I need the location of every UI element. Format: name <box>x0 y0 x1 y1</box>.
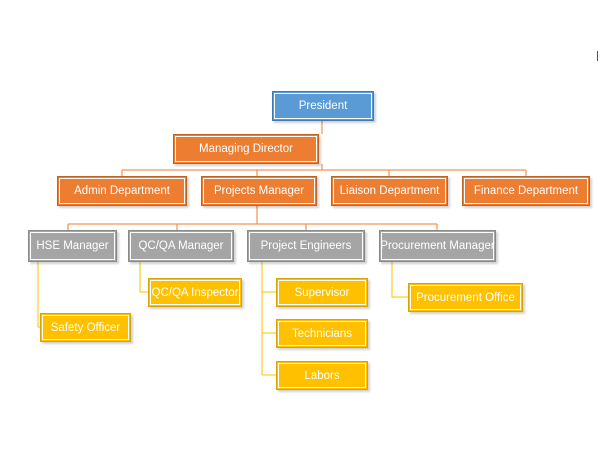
connector-line <box>139 262 148 293</box>
connector-line <box>37 262 40 328</box>
connector-line <box>391 262 408 298</box>
hse-manager-box: HSE Manager <box>28 230 117 262</box>
managing-director-box: Managing Director <box>173 134 319 164</box>
president-box: President <box>272 91 374 121</box>
liaison-department-box: Liaison Department <box>331 176 448 206</box>
admin-department-box: Admin Department <box>57 176 187 206</box>
projects-manager-box: Projects Manager <box>201 176 317 206</box>
project-engineers-box: Project Engineers <box>247 230 365 262</box>
procurement-office-box: Procurement Office <box>408 283 523 312</box>
safety-officer-box: Safety Officer <box>40 313 131 342</box>
qcqa-inspector-box: QC/QA Inspector <box>148 278 242 307</box>
edge-mark <box>597 51 598 61</box>
procurement-manager-box: Procurement Manager <box>379 230 496 262</box>
technicians-box: Technicians <box>276 319 368 348</box>
finance-department-box: Finance Department <box>462 176 590 206</box>
qcqa-manager-box: QC/QA Manager <box>128 230 234 262</box>
labors-box: Labors <box>276 361 368 390</box>
supervisor-box: Supervisor <box>276 278 368 307</box>
